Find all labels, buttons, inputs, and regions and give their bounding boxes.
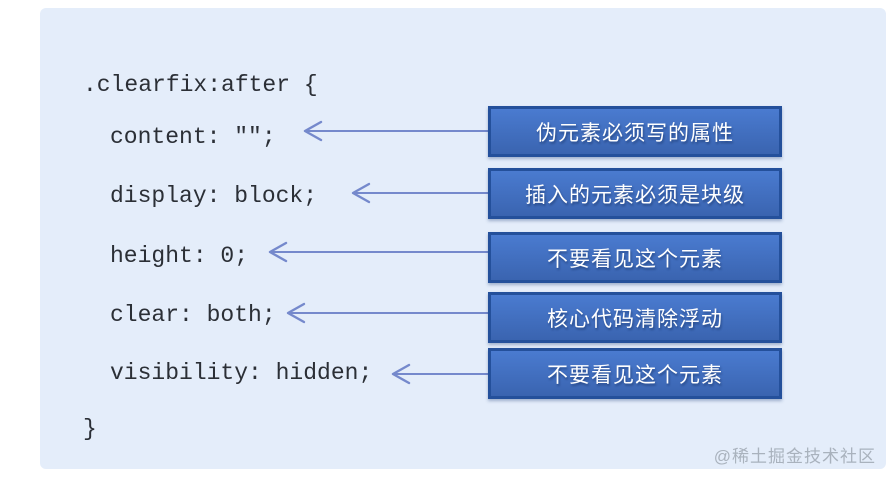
- arrow-left-icon: [391, 363, 411, 385]
- annotation-label: 插入的元素必须是块级: [525, 183, 745, 207]
- arrow-left-icon: [286, 302, 306, 324]
- annotation-arrow-display: [350, 182, 488, 204]
- arrow-left-icon: [351, 182, 371, 204]
- arrow-left-icon: [268, 241, 288, 263]
- code-line-visibility: visibility: hidden;: [110, 360, 373, 386]
- watermark: @稀土掘金技术社区: [713, 447, 876, 466]
- annotation-arrow-content: [302, 120, 488, 142]
- arrow-left-icon: [303, 120, 323, 142]
- arrow-shaft: [271, 251, 488, 253]
- annotation-box: 不要看见这个元素: [488, 348, 782, 399]
- arrow-shaft: [306, 130, 488, 132]
- annotation-box: 不要看见这个元素: [488, 232, 782, 283]
- arrow-shaft: [354, 192, 488, 194]
- slide-panel: .clearfix:after { content: ""; display: …: [40, 8, 886, 469]
- annotation-label: 核心代码清除浮动: [547, 307, 723, 331]
- annotation-box: 伪元素必须写的属性: [488, 106, 782, 157]
- annotation-label: 不要看见这个元素: [547, 363, 723, 387]
- annotation-box: 核心代码清除浮动: [488, 292, 782, 343]
- code-line-display: display: block;: [110, 183, 318, 209]
- code-line-height: height: 0;: [110, 243, 249, 269]
- arrow-shaft: [289, 312, 488, 314]
- annotation-arrow-clear: [285, 302, 488, 324]
- annotation-arrow-visibility: [390, 363, 488, 385]
- annotation-arrow-height: [267, 241, 488, 263]
- arrow-shaft: [394, 373, 488, 375]
- annotation-label: 伪元素必须写的属性: [536, 121, 734, 145]
- code-line-content: content: "";: [110, 124, 276, 150]
- code-line-selector: .clearfix:after {: [83, 72, 318, 98]
- annotation-box: 插入的元素必须是块级: [488, 168, 782, 219]
- code-line-closing-brace: }: [83, 416, 97, 442]
- code-line-clear: clear: both;: [110, 302, 276, 328]
- annotation-label: 不要看见这个元素: [547, 247, 723, 271]
